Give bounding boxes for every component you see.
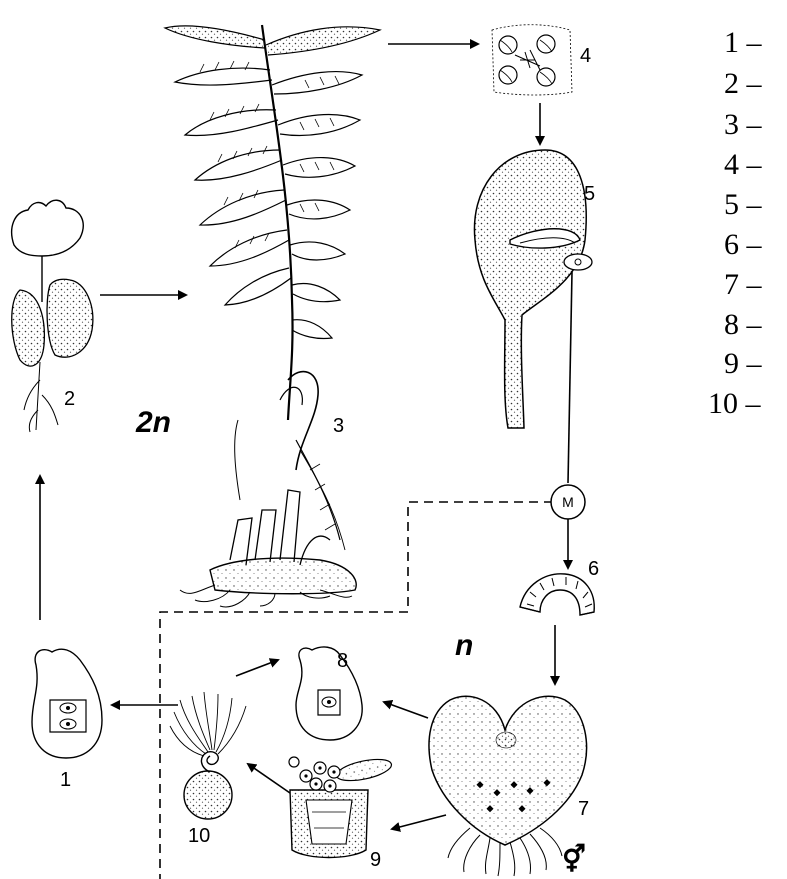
sori-figure [492,25,572,95]
legend-item: 3 – [724,108,763,141]
stage-number-10: 10 [188,825,210,847]
spermatozoid-figure [170,692,246,819]
stage-number-9: 9 [370,849,381,871]
legend-item: 1 – [724,26,763,59]
arrow-spermatozoid-to-archegonium [236,660,278,676]
stage-number-3: 3 [333,415,344,437]
haploid-label: n [455,629,473,662]
arrow-antheridium-to-spermatozoid [248,764,290,793]
legend-item: 2 – [724,67,763,100]
legend-item: 5 – [724,188,763,221]
archegonium-figure [296,647,362,740]
legend-item: 6 – [724,228,763,261]
young-sporophyte-figure [12,200,93,432]
arrow-prothallus-to-antheridium [392,815,446,829]
stage-number-4: 4 [580,45,591,67]
zygote-figure [32,649,102,758]
stage-number-2: 2 [64,388,75,410]
legend-item: 4 – [724,148,763,181]
diploid-label: 2n [135,406,171,439]
legend-item: 9 – [724,347,763,380]
stage-number-8: 8 [337,650,348,672]
arrow-sporangium-to-meiosis [568,272,572,483]
sporophyte-fern-figure [165,25,380,607]
sporangium-figure [474,150,592,428]
stage-number-5: 5 [584,183,595,205]
antheridium-figure [289,755,393,857]
legend-item: 10 – [708,387,762,420]
legend-list: 1 – 2 – 3 – 4 – 5 – 6 – 7 – 8 – 9 – 10 – [708,26,763,420]
spore-figure [520,574,594,615]
stage-number-7: 7 [578,798,589,820]
stage-number-1: 1 [60,769,71,791]
bisexual-symbol: ⚥ [562,844,585,875]
arrow-prothallus-to-archegonium [384,702,428,718]
stage-number-6: 6 [588,558,599,580]
legend-item: 8 – [724,308,763,341]
meiosis-node: M [551,485,585,519]
legend-item: 7 – [724,268,763,301]
meiosis-label: M [562,494,574,510]
prothallus-figure: ⚥ [429,696,587,876]
